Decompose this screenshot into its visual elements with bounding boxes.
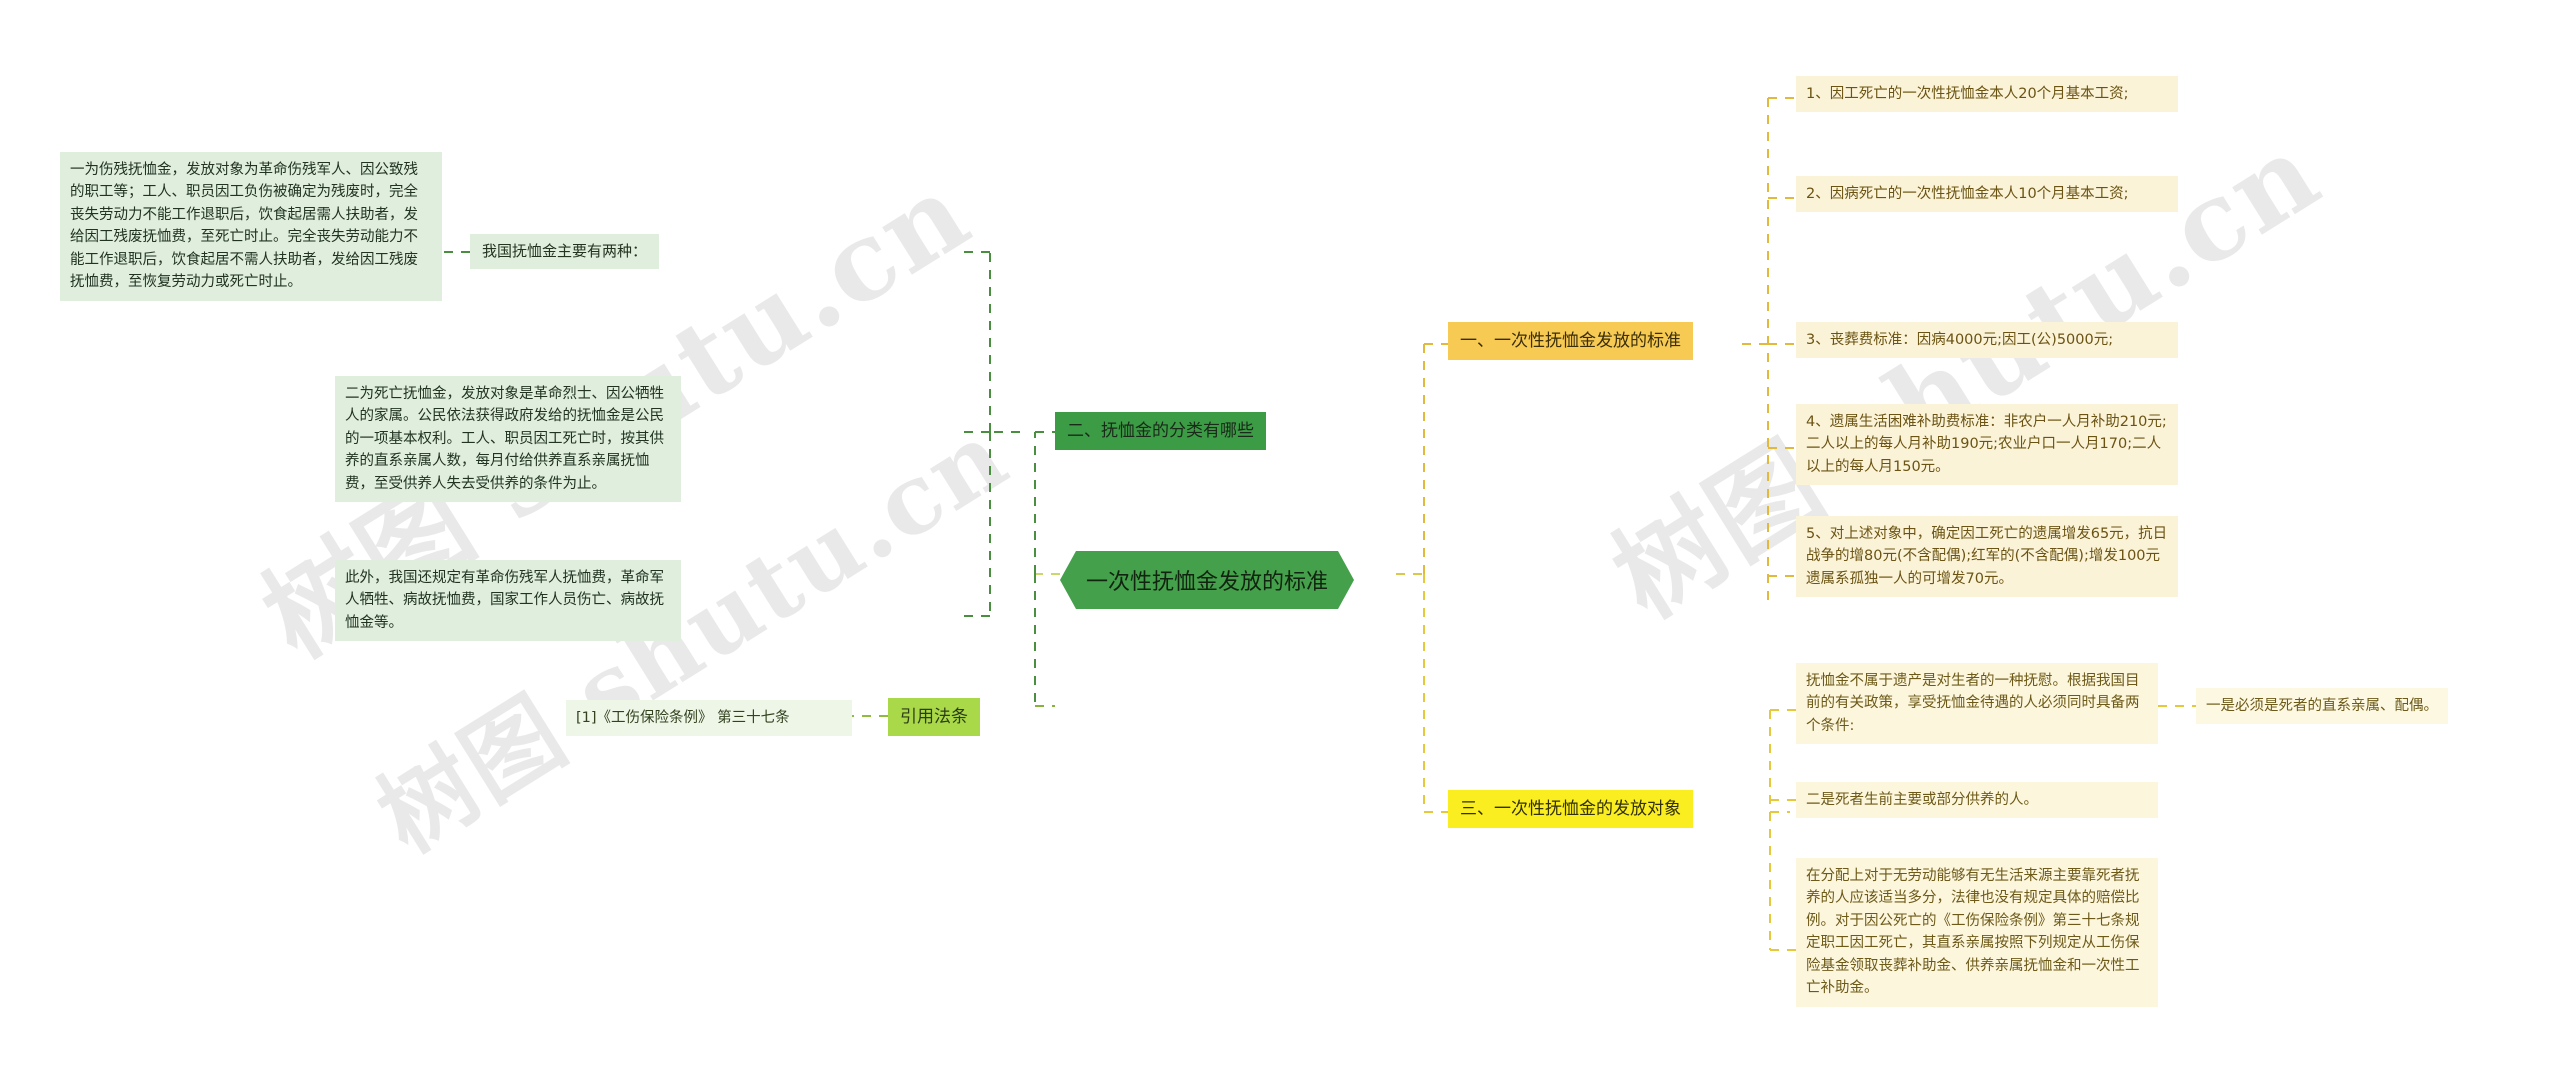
leaf-standard-1[interactable]: 1、因工死亡的一次性抚恤金本人20个月基本工资;	[1796, 76, 2178, 113]
leaf-standard-3[interactable]: 3、丧葬费标准：因病4000元;因工(公)5000元;	[1796, 322, 2178, 359]
branch-recipients[interactable]: 三、一次性抚恤金的发放对象	[1448, 790, 1693, 829]
leaf-death-pension[interactable]: 二为死亡抚恤金，发放对象是革命烈士、因公牺牲人的家属。公民依法获得政府发给的抚恤…	[335, 376, 681, 503]
leaf-standard-2[interactable]: 2、因病死亡的一次性抚恤金本人10个月基本工资;	[1796, 176, 2178, 213]
leaf-other-pensions[interactable]: 此外，我国还规定有革命伤残军人抚恤费，革命军人牺牲、病故抚恤费，国家工作人员伤亡…	[335, 560, 681, 642]
leaf-citation-text[interactable]: [1]《工伤保险条例》 第三十七条	[566, 700, 852, 737]
branch-standard[interactable]: 一、一次性抚恤金发放的标准	[1448, 322, 1693, 361]
branch-citation[interactable]: 引用法条	[888, 698, 980, 737]
leaf-recipients-1[interactable]: 抚恤金不属于遗产是对生者的一种抚慰。根据我国目前的有关政策，享受抚恤金待遇的人必…	[1796, 663, 2158, 745]
leaf-standard-5[interactable]: 5、对上述对象中，确定因工死亡的遗属增发65元，抗日战争的增80元(不含配偶);…	[1796, 516, 2178, 598]
root-node[interactable]: 一次性抚恤金发放的标准	[1060, 551, 1354, 609]
node-intro[interactable]: 我国抚恤金主要有两种：	[470, 234, 660, 270]
leaf-recipients-3[interactable]: 在分配上对于无劳动能够有无生活来源主要靠死者抚养的人应该适当多分，法律也没有规定…	[1796, 858, 2158, 1007]
leaf-recipients-1-child[interactable]: 一是必须是死者的直系亲属、配偶。	[2196, 688, 2448, 725]
branch-classification[interactable]: 二、抚恤金的分类有哪些	[1055, 412, 1266, 451]
leaf-standard-4[interactable]: 4、遗属生活困难补助费标准：非农户一人月补助210元;二人以上的每人月补助190…	[1796, 404, 2178, 486]
leaf-recipients-2[interactable]: 二是死者生前主要或部分供养的人。	[1796, 782, 2158, 819]
leaf-disability-pension[interactable]: 一为伤残抚恤金，发放对象为革命伤残军人、因公致残的职工等；工人、职员因工负伤被确…	[60, 152, 442, 301]
